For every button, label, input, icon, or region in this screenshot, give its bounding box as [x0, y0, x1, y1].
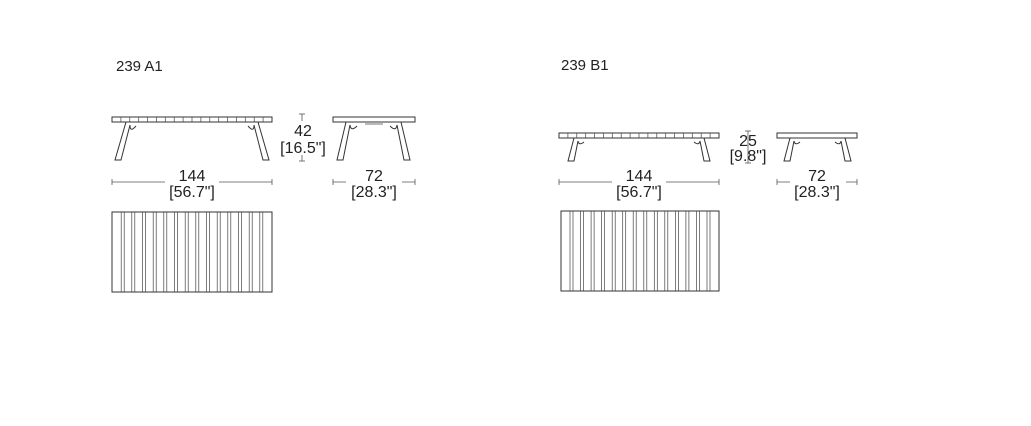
model-b1-depth-value: 72 — [808, 168, 826, 185]
model-b1-height-imperial: [9.8"] — [730, 148, 767, 165]
model-a1-depth-value: 72 — [365, 168, 383, 185]
model-a1-length-dimension: 144 [56.7"] — [111, 167, 273, 201]
model-a1-plan-view — [111, 211, 273, 293]
model-a1: 239 A1 42 [16.5"] — [111, 58, 416, 293]
model-a1-front-elevation — [332, 116, 416, 161]
model-a1-front-left-bracket — [349, 124, 358, 130]
model-a1-length-value: 144 — [179, 168, 206, 185]
model-a1-side-left-bracket — [129, 124, 137, 130]
model-b1-front-elevation — [776, 132, 858, 162]
model-b1-length-value: 144 — [626, 168, 653, 185]
model-b1-depth-imperial: [28.3"] — [794, 184, 840, 201]
model-b1-length-dimension: 144 [56.7"] — [558, 167, 720, 201]
model-b1-height-dimension: 25 [9.8"] — [730, 130, 767, 165]
model-b1-side-left-leg — [567, 137, 579, 162]
model-b1-plan-view — [560, 210, 720, 292]
model-a1-side-right-leg — [253, 121, 270, 161]
model-a1-height-value: 42 — [294, 123, 312, 140]
model-b1-plan-outline — [560, 210, 720, 292]
model-a1-front-left-leg — [336, 121, 351, 161]
model-b1-front-top — [776, 132, 858, 139]
model-b1-front-left-leg — [783, 137, 795, 162]
model-a1-label: 239 A1 — [116, 58, 163, 75]
model-b1-label: 239 B1 — [561, 57, 609, 74]
model-a1-side-slat-lines — [120, 117, 264, 122]
model-a1-depth-text-mask — [346, 167, 402, 199]
model-b1-side-right-leg — [699, 137, 711, 162]
model-a1-height-text-mask — [282, 121, 328, 155]
model-b1-front-right-bracket — [834, 140, 842, 145]
model-b1-depth-text-mask — [790, 167, 846, 199]
model-a1-length-text-mask — [165, 167, 219, 199]
model-b1-plan-slats — [569, 211, 711, 291]
model-b1-front-left-bracket — [793, 140, 801, 145]
model-a1-height-dimension: 42 [16.5"] — [280, 113, 328, 162]
model-a1-side-left-leg — [114, 121, 131, 161]
model-a1-plan-slats — [120, 212, 264, 292]
model-b1-height-value: 25 — [739, 133, 757, 150]
model-b1: 239 B1 25 [9.8"] — [558, 57, 858, 292]
model-b1-front-right-leg — [840, 137, 852, 162]
model-b1-side-slat-lines — [567, 133, 711, 138]
model-b1-side-right-bracket — [693, 140, 701, 145]
model-b1-length-text-mask — [612, 167, 666, 199]
model-a1-depth-imperial: [28.3"] — [351, 184, 397, 201]
model-b1-side-left-bracket — [577, 140, 585, 145]
model-b1-depth-dimension: 72 [28.3"] — [776, 167, 858, 201]
model-a1-front-top — [332, 116, 416, 123]
model-b1-side-elevation — [558, 132, 720, 162]
model-a1-plan-outline — [111, 211, 273, 293]
model-b1-length-imperial: [56.7"] — [616, 184, 662, 201]
model-a1-height-imperial: [16.5"] — [280, 140, 326, 157]
model-a1-length-imperial: [56.7"] — [169, 184, 215, 201]
model-a1-front-right-bracket — [389, 124, 398, 130]
model-a1-depth-dimension: 72 [28.3"] — [332, 167, 416, 201]
model-a1-side-right-bracket — [247, 124, 255, 130]
model-a1-side-elevation — [111, 116, 273, 161]
model-a1-front-right-leg — [396, 121, 411, 161]
